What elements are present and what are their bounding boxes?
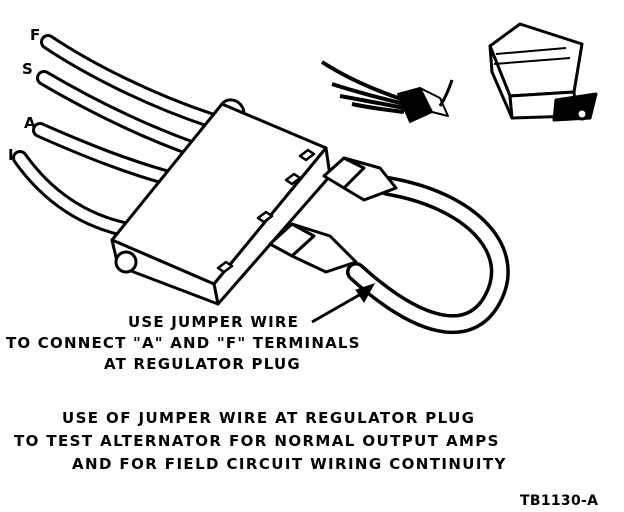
voltage-regulator <box>488 22 598 122</box>
jumper-connector-lower <box>268 222 358 274</box>
jumper-wire <box>346 176 510 335</box>
jumper-connector-upper <box>322 156 398 202</box>
caption-line-3: AND FOR FIELD CIRCUIT WIRING CONTINUITY <box>72 455 507 473</box>
wire-label-s: S <box>22 60 34 78</box>
wire-label-a: A <box>24 114 37 132</box>
callout-line-2: TO CONNECT "A" AND "F" TERMINALS <box>6 334 361 352</box>
regulator-wires <box>12 34 218 240</box>
caption-line-2: TO TEST ALTERNATOR FOR NORMAL OUTPUT AMP… <box>14 432 500 450</box>
callout-line-1: USE JUMPER WIRE <box>128 313 300 331</box>
callout-line-3: AT REGULATOR PLUG <box>104 355 301 373</box>
callout-arrow <box>311 283 376 324</box>
figure-id: TB1130-A <box>520 493 599 509</box>
wire-label-i: I <box>8 146 15 164</box>
harness-connector <box>320 60 454 123</box>
regulator-plug <box>110 98 332 306</box>
wire-label-f: F <box>30 26 41 44</box>
caption-line-1: USE OF JUMPER WIRE AT REGULATOR PLUG <box>62 409 476 427</box>
